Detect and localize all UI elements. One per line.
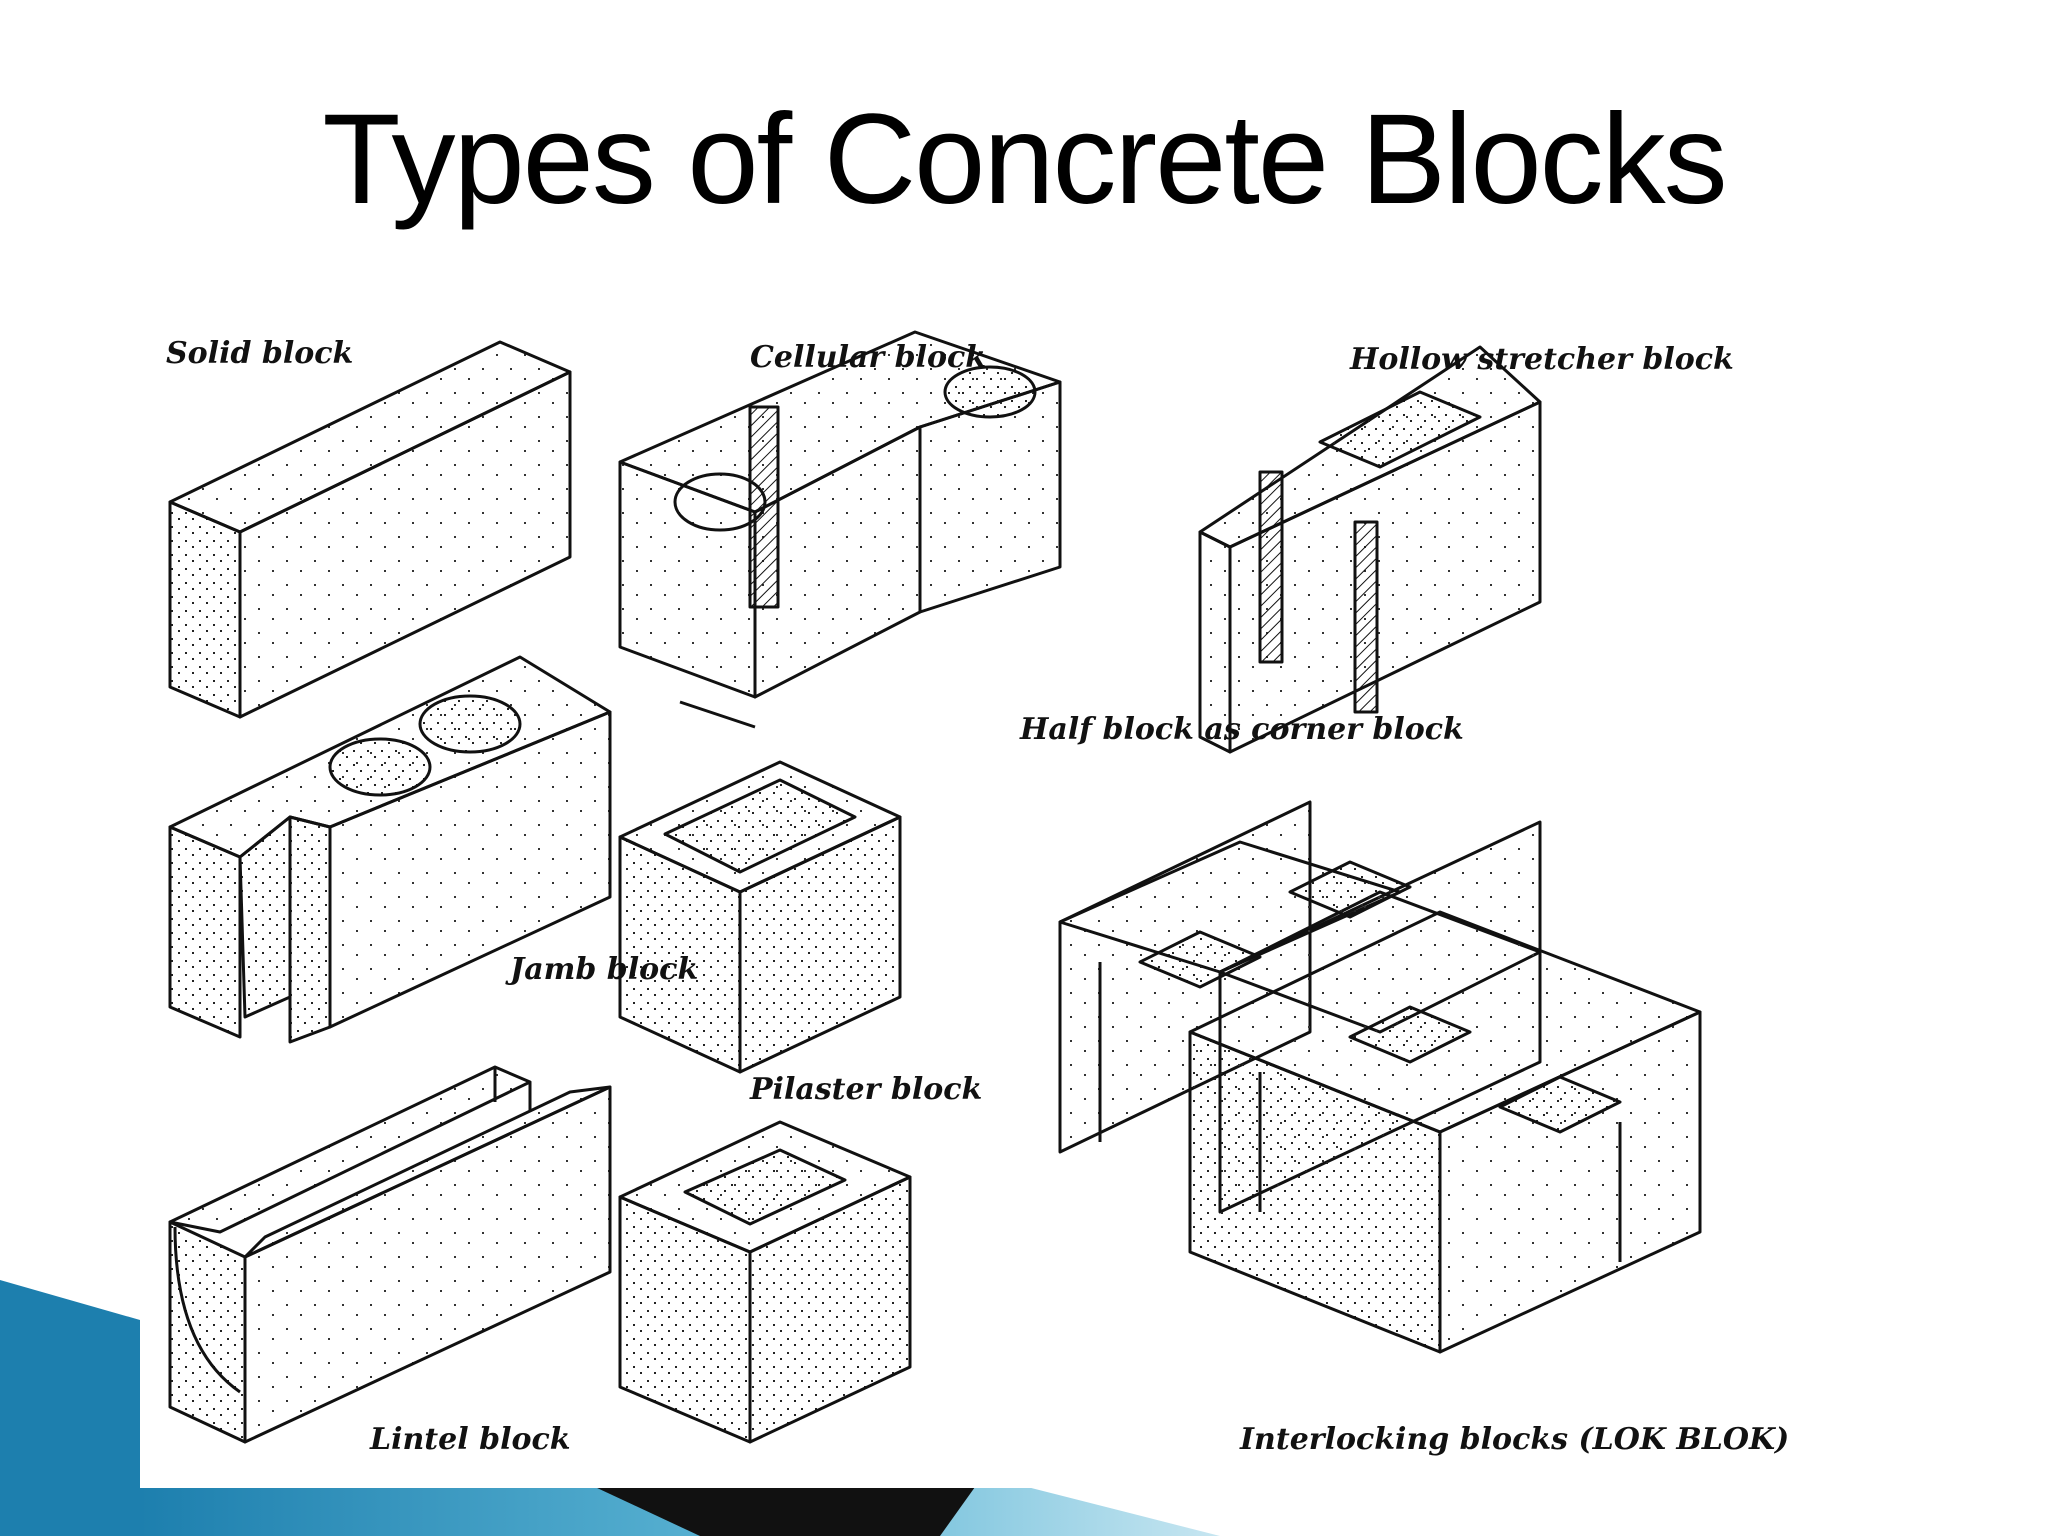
label-cellular-block: Cellular block bbox=[750, 340, 987, 375]
interlocking-blocks-shape bbox=[1058, 800, 1702, 1354]
jamb-block-shape bbox=[168, 655, 612, 1044]
label-pilaster-block: Pilaster block bbox=[750, 1072, 983, 1107]
slide-title: Types of Concrete Blocks bbox=[322, 88, 1727, 231]
hollow-stretcher-block-shape bbox=[1198, 345, 1542, 754]
pilaster-block-shape bbox=[618, 1120, 912, 1444]
lintel-block-shape bbox=[168, 1065, 612, 1444]
label-lintel-block: Lintel block bbox=[370, 1422, 571, 1457]
half-block-shape bbox=[618, 760, 902, 1074]
concrete-blocks-figure: Solid block Cellular block Hollow stretc… bbox=[140, 312, 1836, 1488]
label-half-block: Half block as corner block bbox=[1020, 712, 1464, 747]
decorative-swoosh bbox=[0, 1280, 1220, 1536]
label-jamb-block: Jamb block bbox=[510, 952, 699, 987]
label-solid-block: Solid block bbox=[166, 336, 354, 371]
cellular-block-shape bbox=[618, 330, 1062, 729]
blocks-drawing bbox=[168, 330, 1702, 1444]
label-hollow-stretcher-block: Hollow stretcher block bbox=[1350, 342, 1734, 377]
solid-block-shape bbox=[168, 340, 572, 719]
label-interlocking-blocks: Interlocking blocks (LOK BLOK) bbox=[1240, 1422, 1790, 1457]
